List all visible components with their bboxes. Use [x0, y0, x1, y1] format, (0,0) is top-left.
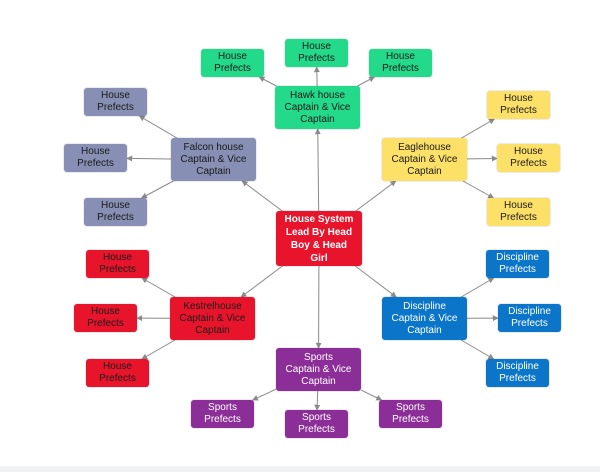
connector-sports-to-sports_p1	[252, 388, 277, 401]
connector-center-to-falcon	[241, 180, 283, 212]
connector-discipline-to-discipline_p1	[460, 277, 495, 298]
hawk-prefects-node-2: House Prefects	[285, 39, 348, 67]
discipline-prefects-node-3: Discipline Prefects	[486, 359, 549, 387]
kestrel-house-captain-node: Kestrelhouse Captain & Vice Captain	[170, 297, 255, 340]
eagle-prefects-node-3: House Prefects	[487, 198, 550, 226]
kestrel-prefects-node-3: House Prefects	[86, 359, 149, 387]
head-node: House System Lead By Head Boy & Head Gir…	[276, 211, 362, 266]
sports-prefects-node-2: Sports Prefects	[285, 410, 348, 438]
kestrel-prefects-node-1: House Prefects	[86, 250, 149, 278]
connector-falcon-to-falcon_p2	[126, 155, 172, 162]
connector-center-to-hawk	[314, 128, 321, 212]
discipline-captain-node: Discipline Captain & Vice Captain	[382, 297, 467, 340]
sports-prefects-node-1: Sports Prefects	[191, 400, 254, 428]
falcon-prefects-node-2: House Prefects	[64, 144, 127, 172]
connector-hawk-to-hawk_p3	[357, 76, 376, 87]
connector-sports-to-sports_p2	[314, 390, 321, 411]
discipline-prefects-node-1: Discipline Prefects	[486, 250, 549, 278]
falcon-prefects-node-3: House Prefects	[84, 198, 147, 226]
falcon-prefects-node-1: House Prefects	[84, 88, 147, 116]
connector-eagle-to-eagle_p3	[462, 180, 495, 199]
connector-falcon-to-falcon_p1	[138, 115, 178, 139]
hawk-prefects-node-3: House Prefects	[369, 49, 432, 77]
hawk-house-captain-node: Hawk house Captain & Vice Captain	[275, 86, 360, 129]
falcon-house-captain-node: Falcon house Captain & Vice Captain	[171, 138, 256, 181]
connector-center-to-discipline	[354, 265, 397, 298]
connector-center-to-eagle	[355, 180, 397, 212]
sports-prefects-node-3: Sports Prefects	[379, 400, 442, 428]
connector-falcon-to-falcon_p3	[140, 180, 174, 199]
connector-center-to-kestrel	[240, 265, 283, 298]
eagle-house-captain-node: Eaglehouse Captain & Vice Captain	[382, 138, 467, 181]
connector-discipline-to-discipline_p3	[460, 339, 495, 360]
discipline-prefects-node-2: Discipline Prefects	[498, 304, 561, 332]
page-bottom-strip	[0, 466, 600, 472]
hawk-prefects-node-1: House Prefects	[201, 49, 264, 77]
connector-eagle-to-eagle_p1	[461, 118, 496, 139]
connector-hawk-to-hawk_p1	[258, 76, 277, 87]
connector-kestrel-to-kestrel_p3	[141, 339, 176, 360]
connector-sports-to-sports_p3	[360, 389, 383, 401]
eagle-prefects-node-2: House Prefects	[497, 144, 560, 172]
eagle-prefects-node-1: House Prefects	[487, 91, 550, 119]
kestrel-prefects-node-2: House Prefects	[74, 304, 137, 332]
connector-kestrel-to-kestrel_p1	[141, 277, 176, 298]
sports-captain-node: Sports Captain & Vice Captain	[276, 348, 361, 391]
